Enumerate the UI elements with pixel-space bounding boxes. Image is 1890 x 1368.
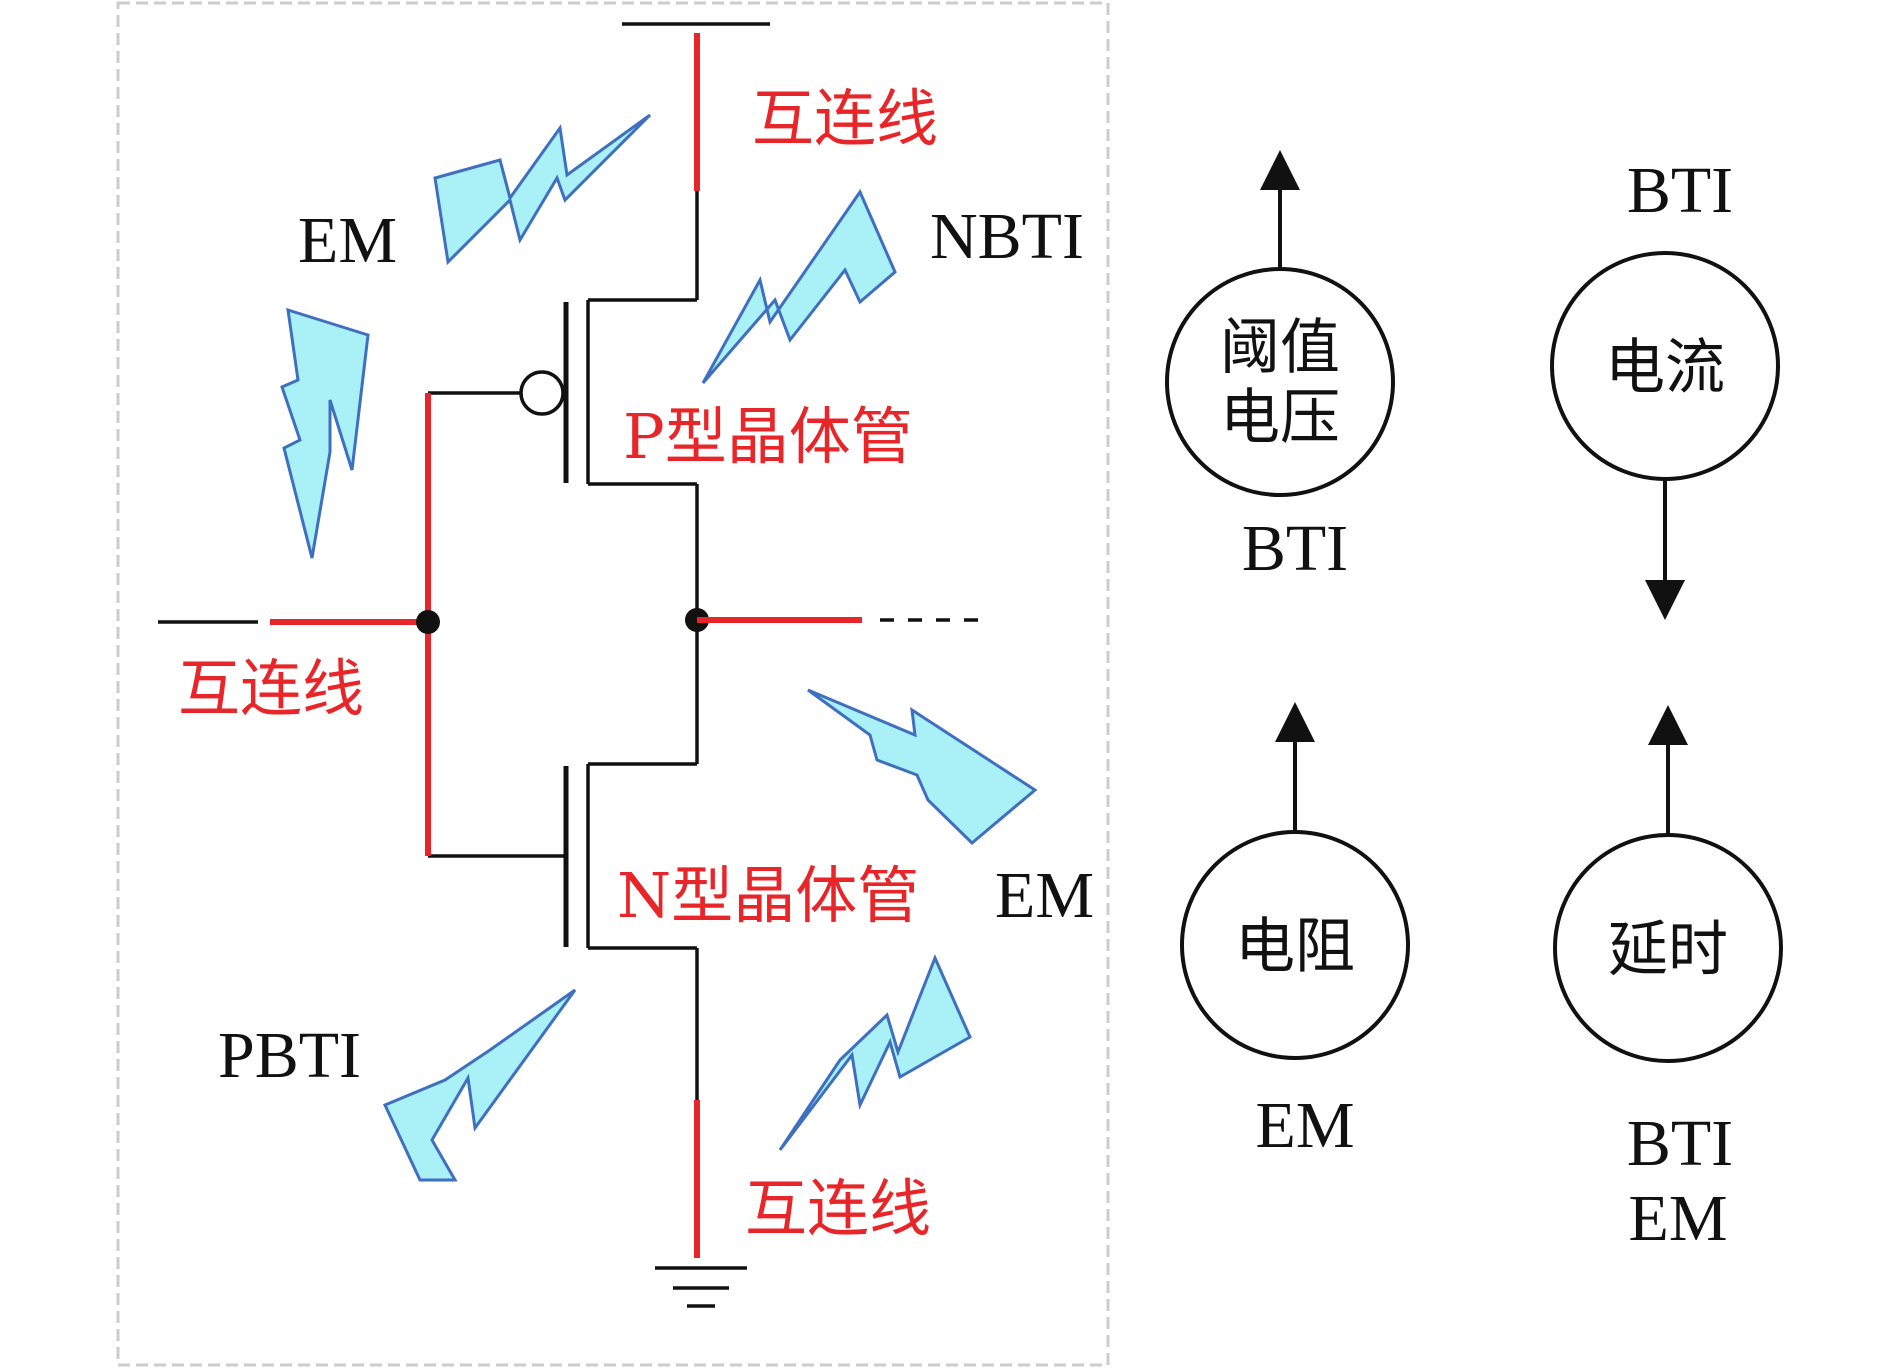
- pmos-bubble: [519, 370, 565, 416]
- inverter-circuit: [158, 22, 985, 1308]
- lightning-bolt-icon: [807, 688, 1038, 846]
- input-junction: [416, 610, 440, 634]
- stress-bolts: [280, 113, 1038, 1182]
- lightning-bolt-icon: [701, 188, 897, 384]
- resistance-cause: EM: [1256, 1089, 1355, 1162]
- current-label: 电流: [1605, 333, 1725, 403]
- delay-label: 延时: [1608, 915, 1728, 985]
- em-label-top-left: EM: [298, 204, 397, 277]
- interconnect-label-bottom: 互连线: [745, 1172, 931, 1245]
- em-label-right: EM: [995, 859, 1094, 932]
- interconnect-label-top: 互连线: [752, 82, 938, 155]
- interconnect-label-left: 互连线: [178, 652, 364, 725]
- current-cause: BTI: [1627, 154, 1733, 227]
- resistance-node: [1180, 830, 1410, 1060]
- lightning-bolt-icon: [382, 988, 577, 1182]
- pmos-label: P型晶体管: [623, 400, 913, 473]
- threshold-cause: BTI: [1242, 512, 1348, 585]
- nmos-label: N型晶体管: [617, 859, 919, 932]
- lightning-bolt-icon: [280, 307, 370, 559]
- delay-cause-line2: EM: [1629, 1182, 1728, 1255]
- circuit-frame: [116, 1, 1110, 1367]
- delay-node: [1553, 833, 1783, 1063]
- resistance-label: 电阻: [1235, 912, 1355, 982]
- threshold-label-line1: 阈值: [1220, 313, 1340, 383]
- pbti-label: PBTI: [218, 1019, 361, 1092]
- lightning-bolt-icon: [433, 113, 652, 266]
- effects-panel: 阈值 电压 BTI BTI 电流 电阻 EM 延时 BTI EM: [1165, 150, 1783, 1255]
- delay-cause-line1: BTI: [1627, 1107, 1733, 1180]
- threshold-label-line2: 电压: [1220, 383, 1340, 453]
- lightning-bolt-icon: [778, 954, 972, 1151]
- nbti-label: NBTI: [930, 200, 1084, 273]
